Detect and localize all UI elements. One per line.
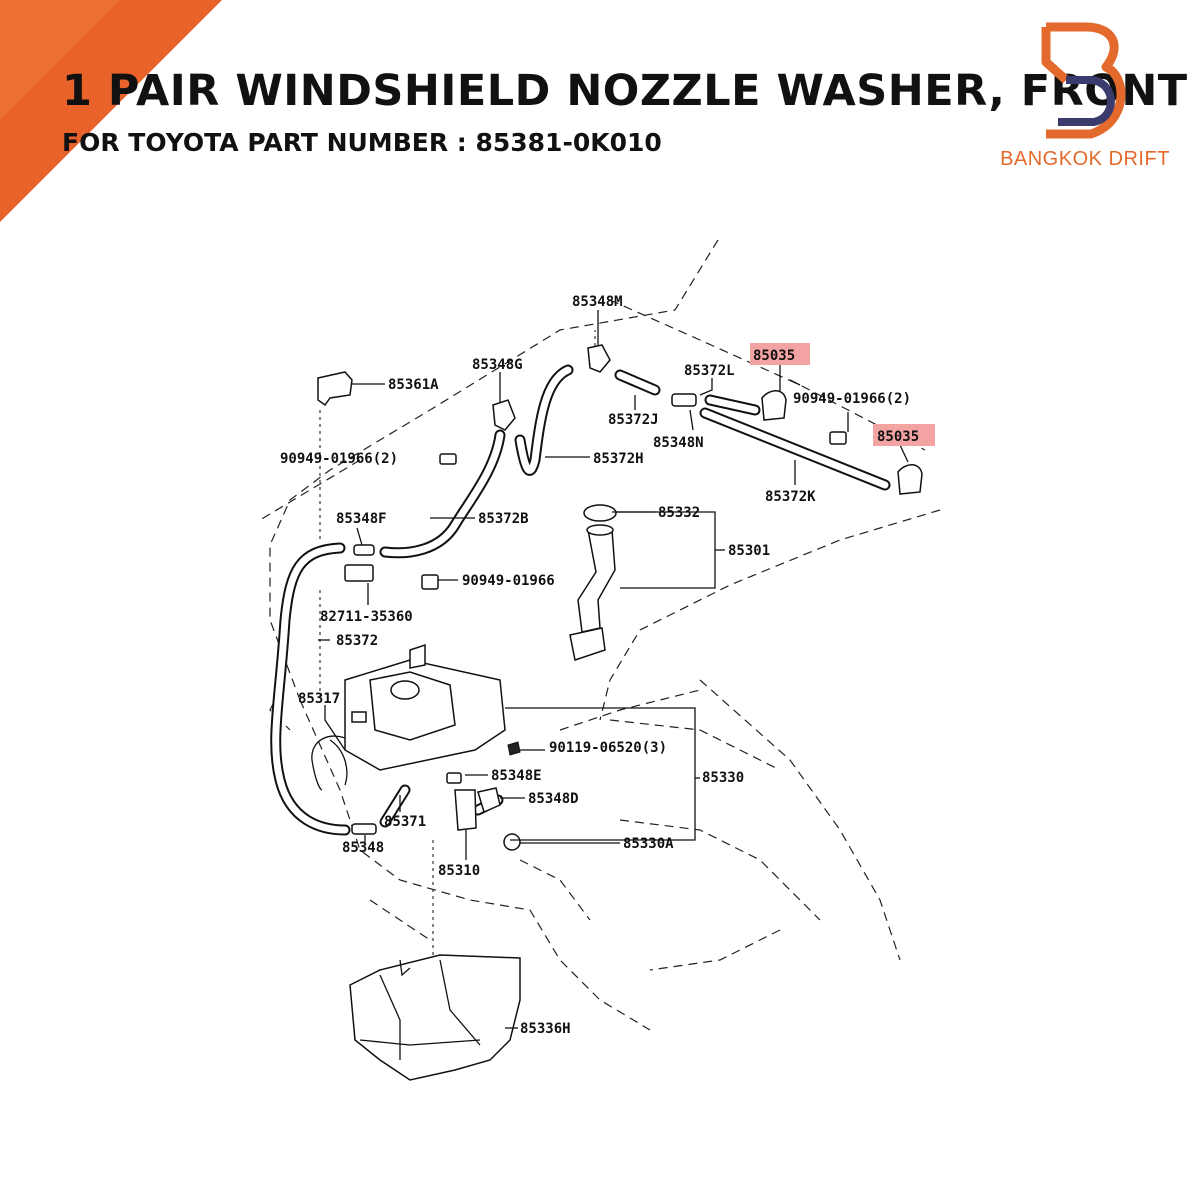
label-85035-lower: 85035: [877, 429, 919, 445]
label-85348M: 85348M: [572, 294, 623, 310]
label-85348E: 85348E: [491, 768, 542, 784]
label-85348D: 85348D: [528, 791, 579, 807]
label-85372K: 85372K: [765, 489, 816, 505]
highlight-85035-lower: [873, 424, 935, 446]
label-85361A: 85361A: [388, 377, 439, 393]
label-85348: 85348: [342, 840, 384, 856]
label-85371: 85371: [384, 814, 426, 830]
brand-name: BANGKOK DRIFT: [1000, 148, 1170, 170]
corner-accent: [0, 0, 222, 222]
label-90949-01966-2-left: 90949-01966(2): [280, 451, 398, 467]
label-85372H: 85372H: [593, 451, 644, 467]
label-85372: 85372: [336, 633, 378, 649]
page-title: 1 PAIR WINDSHIELD NOZZLE WASHER, FRONT: [62, 66, 1188, 116]
part-labels: 85348M 85035 85361A 85348G 85372L 90949-…: [280, 294, 919, 1037]
label-85301: 85301: [728, 543, 770, 559]
label-90949-01966: 90949-01966: [462, 573, 555, 589]
leader-lines: [318, 310, 909, 1029]
label-82711-35360: 82711-35360: [320, 609, 413, 625]
alignment-lines: [319, 330, 596, 955]
highlight-85035-upper: [750, 343, 810, 365]
page-subtitle: FOR TOYOTA PART NUMBER : 85381-0K010: [62, 128, 662, 157]
label-85035-upper: 85035: [753, 348, 795, 364]
label-90119-06520-3: 90119-06520(3): [549, 740, 667, 756]
label-85336H: 85336H: [520, 1021, 571, 1037]
label-85317: 85317: [298, 691, 340, 707]
label-85330A: 85330A: [623, 836, 674, 852]
wire-harness-2: [329, 739, 348, 786]
bangkok-drift-logo-icon: [1041, 22, 1126, 139]
label-85332: 85332: [658, 505, 700, 521]
label-85348F: 85348F: [336, 511, 387, 527]
label-85372B: 85372B: [478, 511, 529, 527]
label-85310: 85310: [438, 863, 480, 879]
label-85348N: 85348N: [653, 435, 704, 451]
wire-harness: [311, 735, 351, 791]
label-90949-01966-2-upper: 90949-01966(2): [793, 391, 911, 407]
label-85372L: 85372L: [684, 363, 735, 379]
label-85348G: 85348G: [472, 357, 523, 373]
label-85330: 85330: [702, 770, 744, 786]
label-85372J: 85372J: [608, 412, 659, 428]
components: [317, 344, 923, 1081]
